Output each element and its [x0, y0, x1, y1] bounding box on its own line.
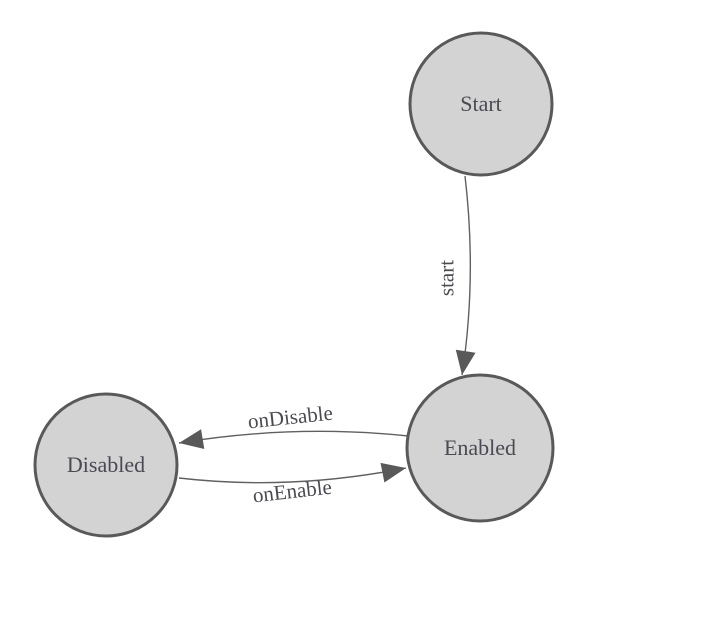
edge-enabled-to-disabled[interactable] — [178, 429, 409, 449]
state-node-start[interactable]: Start — [408, 31, 554, 177]
state-node-enabled-circle — [405, 373, 555, 523]
state-node-enabled[interactable]: Enabled — [405, 373, 555, 523]
state-node-start-circle — [408, 31, 554, 177]
edge-disabled-to-enabled[interactable] — [178, 462, 407, 484]
edge-start-to-enabled[interactable] — [455, 175, 476, 376]
state-node-disabled[interactable]: Disabled — [33, 392, 179, 538]
edge-label-ondisable: onDisable — [247, 401, 334, 434]
state-node-disabled-label: Disabled — [67, 452, 145, 477]
state-node-start-label: Start — [460, 91, 502, 116]
edge-label-onenable: onEnable — [251, 475, 333, 508]
state-node-disabled-circle — [33, 392, 179, 538]
edge-label-start: start — [434, 260, 458, 296]
edges-layer — [178, 175, 476, 484]
state-node-enabled-label: Enabled — [444, 435, 516, 460]
